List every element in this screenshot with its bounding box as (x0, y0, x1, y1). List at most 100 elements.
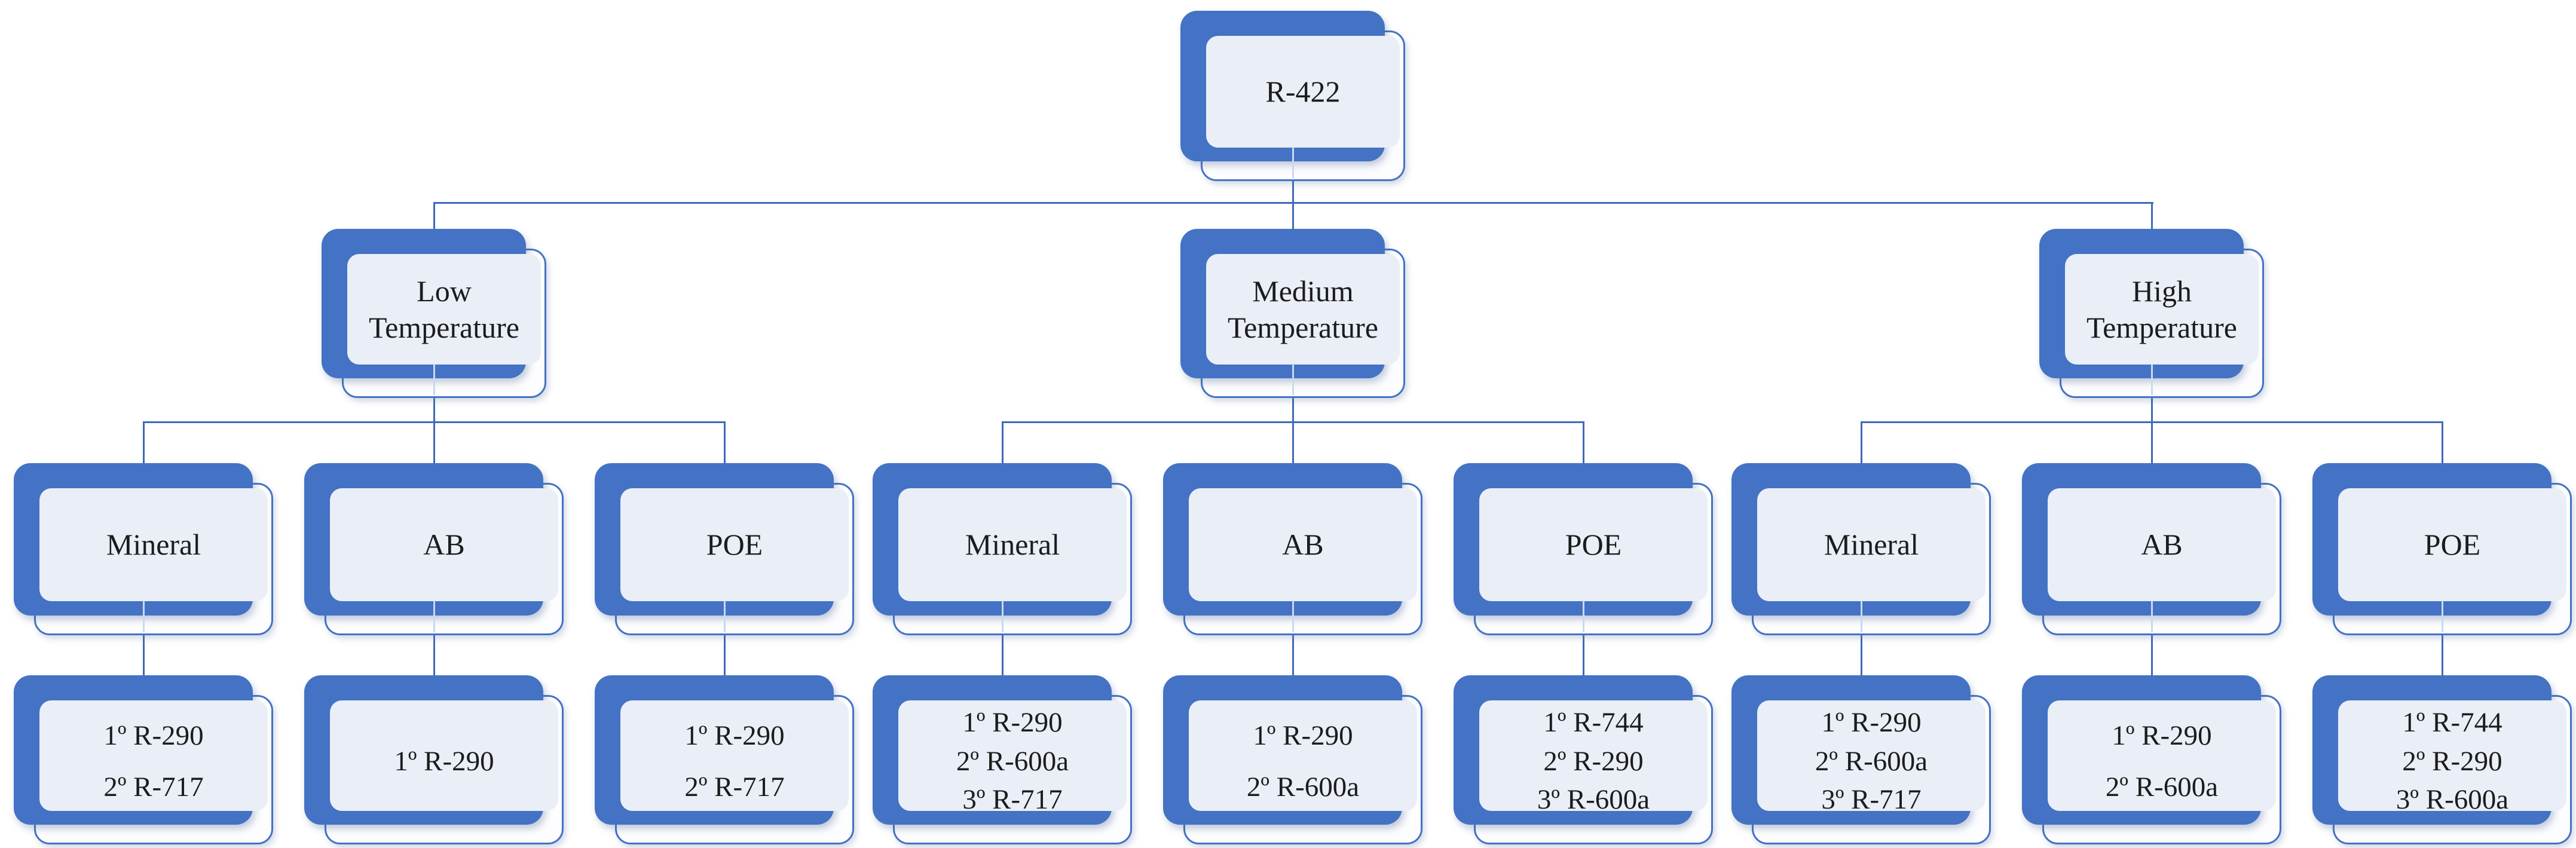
leaf-item: 2º R-600a (2105, 771, 2219, 803)
connector-high-drop-mineral (1860, 421, 1862, 465)
leaf-items: 1º R-744 2º R-290 3º R-600a (2338, 700, 2566, 822)
leaf-high-mineral: 1º R-290 2º R-600a 3º R-717 (1731, 675, 1991, 844)
node-low-ab: AB (304, 463, 564, 635)
node-panel (2065, 254, 2259, 365)
node-panel (1479, 488, 1708, 602)
node-medium-temperature: Medium Temperature (1180, 229, 1405, 398)
connector-medium-poe-leaf (1582, 635, 1584, 677)
leaf-medium-poe: 1º R-744 2º R-290 3º R-600a (1454, 675, 1713, 844)
node-label: POE (1565, 528, 1622, 562)
leaf-item: 2º R-290 (1543, 745, 1644, 777)
connector-root-stub (1292, 181, 1294, 204)
leaf-items: 1º R-290 2º R-717 (620, 700, 849, 822)
node-panel (1206, 254, 1400, 365)
leaf-low-ab: 1º R-290 (304, 675, 564, 844)
connector-high-drop-ab (2150, 421, 2153, 465)
connector-drop-medium (1292, 202, 1294, 231)
leaf-item: 3º R-717 (1821, 784, 1922, 816)
leaf-high-ab: 1º R-290 2º R-600a (2022, 675, 2281, 844)
node-panel (1757, 700, 1985, 812)
connector-low-drop-mineral (142, 421, 145, 465)
connector-low-ab-leaf (433, 635, 435, 677)
node-panel (2048, 488, 2276, 602)
connector-low-drop-poe (723, 421, 726, 465)
node-label: Mineral (106, 528, 201, 562)
connector-drop-low (433, 202, 435, 231)
leaf-item: 3º R-717 (962, 784, 1063, 816)
connector-low-stub (433, 398, 435, 423)
leaf-items: 1º R-744 2º R-290 3º R-600a (1479, 700, 1708, 822)
node-panel (620, 700, 849, 812)
connector-medium-drop-poe (1582, 421, 1584, 465)
leaf-item: 3º R-600a (1537, 784, 1650, 816)
node-panel (898, 488, 1127, 602)
connector-medium-mineral-leaf (1001, 635, 1004, 677)
node-panel (2338, 700, 2566, 812)
node-label: POE (706, 528, 763, 562)
node-high-ab: AB (2022, 463, 2281, 635)
leaf-items: 1º R-290 2º R-600a (2048, 700, 2276, 822)
leaf-item: 2º R-600a (1815, 745, 1928, 777)
node-low-mineral: Mineral (14, 463, 273, 635)
connector-high-drop-poe (2441, 421, 2443, 465)
node-panel (2048, 700, 2276, 812)
node-high-poe: POE (2312, 463, 2572, 635)
node-panel (898, 700, 1127, 812)
connector-low-poe-leaf (723, 635, 726, 677)
node-label: POE (2424, 528, 2481, 562)
node-label: AB (423, 528, 465, 562)
node-panel (1757, 488, 1985, 602)
node-label: AB (1282, 528, 1324, 562)
node-panel (330, 700, 558, 812)
node-panel (347, 254, 541, 365)
leaf-medium-mineral: 1º R-290 2º R-600a 3º R-717 (873, 675, 1132, 844)
leaf-item: 1º R-290 (103, 720, 204, 751)
connector-high-stub (2150, 398, 2153, 423)
connector-low-drop-ab (433, 421, 435, 465)
connector-medium-ab-leaf (1292, 635, 1294, 677)
node-low-poe: POE (595, 463, 854, 635)
leaf-items: 1º R-290 2º R-717 (39, 700, 268, 822)
node-low-temperature: Low Temperature (322, 229, 546, 398)
leaf-low-mineral: 1º R-290 2º R-717 (14, 675, 273, 844)
node-panel (330, 488, 558, 602)
node-label: Medium Temperature (1228, 274, 1378, 344)
node-high-mineral: Mineral (1731, 463, 1991, 635)
connector-drop-high (2150, 202, 2153, 231)
node-root: R-422 (1180, 11, 1405, 181)
node-panel (39, 700, 268, 812)
node-panel (1189, 488, 1417, 602)
leaf-item: 2º R-600a (1246, 771, 1360, 803)
leaf-high-poe: 1º R-744 2º R-290 3º R-600a (2312, 675, 2572, 844)
node-label: Mineral (1824, 528, 1919, 562)
node-high-temperature: High Temperature (2039, 229, 2264, 398)
connector-high-mineral-leaf (1860, 635, 1862, 677)
node-panel (2338, 488, 2566, 602)
connector-high-ab-leaf (2150, 635, 2153, 677)
node-label: Low Temperature (369, 274, 519, 344)
node-panel (620, 488, 849, 602)
leaf-item: 1º R-290 (962, 707, 1063, 739)
leaf-item: 1º R-744 (1543, 707, 1644, 739)
node-label: Mineral (965, 528, 1060, 562)
node-panel (1189, 700, 1417, 812)
node-medium-mineral: Mineral (873, 463, 1132, 635)
node-label: AB (2141, 528, 2183, 562)
node-label: High Temperature (2087, 274, 2237, 344)
connector-high-poe-leaf (2441, 635, 2443, 677)
leaf-item: 1º R-744 (2402, 707, 2502, 739)
connector-medium-drop-mineral (1001, 421, 1004, 465)
leaf-items: 1º R-290 2º R-600a 3º R-717 (1757, 700, 1985, 822)
leaf-items: 1º R-290 (330, 700, 558, 822)
connector-medium-stub (1292, 398, 1294, 423)
leaf-item: 2º R-600a (956, 745, 1069, 777)
leaf-item: 2º R-290 (2402, 745, 2502, 777)
leaf-low-poe: 1º R-290 2º R-717 (595, 675, 854, 844)
leaf-item: 1º R-290 (684, 720, 785, 751)
leaf-item: 1º R-290 (394, 745, 494, 777)
node-medium-poe: POE (1454, 463, 1713, 635)
leaf-item: 1º R-290 (2112, 720, 2212, 751)
leaf-items: 1º R-290 2º R-600a 3º R-717 (898, 700, 1127, 822)
connector-low-mineral-leaf (142, 635, 145, 677)
